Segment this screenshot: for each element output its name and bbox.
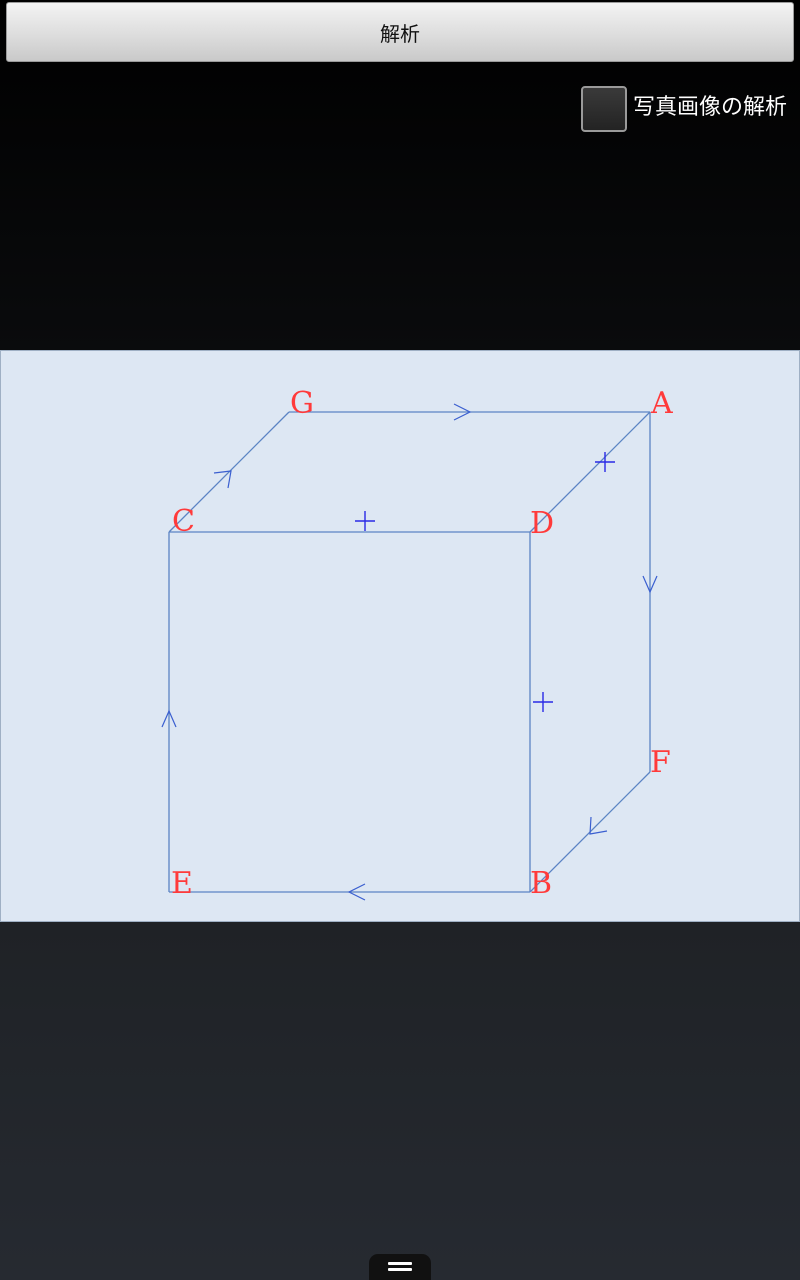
- edge-d-a: [529, 411, 651, 533]
- photo-analysis-checkbox[interactable]: [581, 86, 627, 132]
- arrow-b-e-icon: [347, 883, 366, 901]
- menu-icon: [388, 1262, 412, 1265]
- vertex-label-g: G: [290, 386, 314, 421]
- vertex-label-c: C: [172, 504, 195, 539]
- vertex-label-f: F: [650, 745, 671, 780]
- photo-analysis-label[interactable]: 写真画像の解析: [633, 95, 788, 120]
- analyze-button-label: 解析: [380, 21, 420, 46]
- arrow-c-g-icon: [213, 470, 232, 489]
- vertex-label-a: A: [650, 386, 673, 421]
- plus-marker-icon: [355, 511, 375, 531]
- cube-diagram: G A C D F E B: [161, 386, 673, 901]
- arrow-f-b-icon: [589, 816, 608, 835]
- edge-c-g: [168, 411, 290, 533]
- vertex-label-e: E: [171, 866, 193, 901]
- plus-marker-icon: [595, 452, 615, 472]
- menu-button[interactable]: [369, 1254, 431, 1280]
- vertex-label-d: D: [530, 506, 554, 541]
- diagram-canvas[interactable]: G A C D F E B: [0, 350, 800, 922]
- arrow-a-f-icon: [642, 575, 658, 594]
- vertex-label-b: B: [530, 866, 552, 901]
- plus-marker-icon: [533, 692, 553, 712]
- analyze-button[interactable]: 解析: [6, 2, 794, 62]
- arrow-e-c-icon: [161, 709, 177, 728]
- arrow-g-a-icon: [453, 403, 472, 421]
